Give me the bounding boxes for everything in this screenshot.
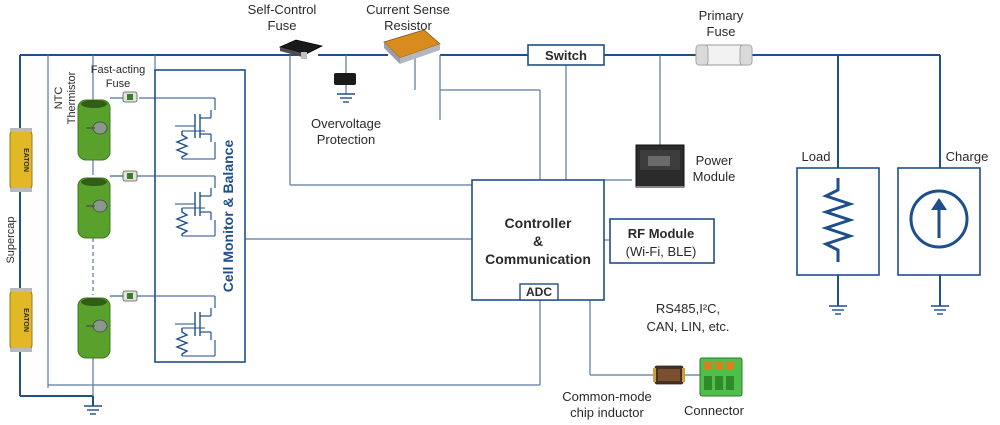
controller-block xyxy=(471,179,605,301)
power-module-icon xyxy=(635,144,685,188)
overvoltage-protection-icon xyxy=(334,73,356,103)
rf-module-label: RF Module(Wi-Fi, BLE) xyxy=(626,226,697,259)
ntc-thermistor-label: NTC xyxy=(53,87,65,110)
connector-icon xyxy=(699,357,743,397)
controller-label: Controller&Communication xyxy=(485,215,591,267)
self-control-fuse-icon xyxy=(278,39,324,59)
switch-label: Switch xyxy=(545,48,587,63)
cell-monitor-label: Cell Monitor & Balance xyxy=(220,140,236,293)
ntc-thermistor-label: Thermistor xyxy=(66,71,78,124)
balance-circuits xyxy=(110,97,216,357)
interfaces-label: RS485,I²C,CAN, LIN, etc. xyxy=(646,301,729,334)
current-source-icon xyxy=(909,189,969,249)
supercap-brand-label: EATON xyxy=(22,308,29,332)
supercap-icon xyxy=(9,128,33,352)
ground-icon xyxy=(930,305,950,315)
adc-box xyxy=(519,283,559,301)
ground-icon xyxy=(83,405,103,415)
load-label: Load xyxy=(802,149,831,164)
cell-monitor-block xyxy=(154,69,246,363)
ground-icon xyxy=(828,305,848,315)
battery-cell-icon xyxy=(77,99,111,359)
fast-acting-fuse-icon xyxy=(122,91,138,302)
supercap-label: Supercap xyxy=(5,216,17,263)
primary-fuse-icon xyxy=(695,44,753,66)
adc-label: ADC xyxy=(526,285,552,299)
common-mode-inductor-icon xyxy=(653,365,685,385)
signal-wires xyxy=(47,55,700,396)
connector-label: Connector xyxy=(684,403,745,418)
supercap-brand-label: EATON xyxy=(22,148,29,172)
load-resistor-icon xyxy=(821,178,855,262)
rf-module-block xyxy=(609,218,715,264)
current-sense-resistor-icon xyxy=(383,29,441,64)
charge-label: Charge xyxy=(946,149,989,164)
switch-box xyxy=(527,44,605,66)
